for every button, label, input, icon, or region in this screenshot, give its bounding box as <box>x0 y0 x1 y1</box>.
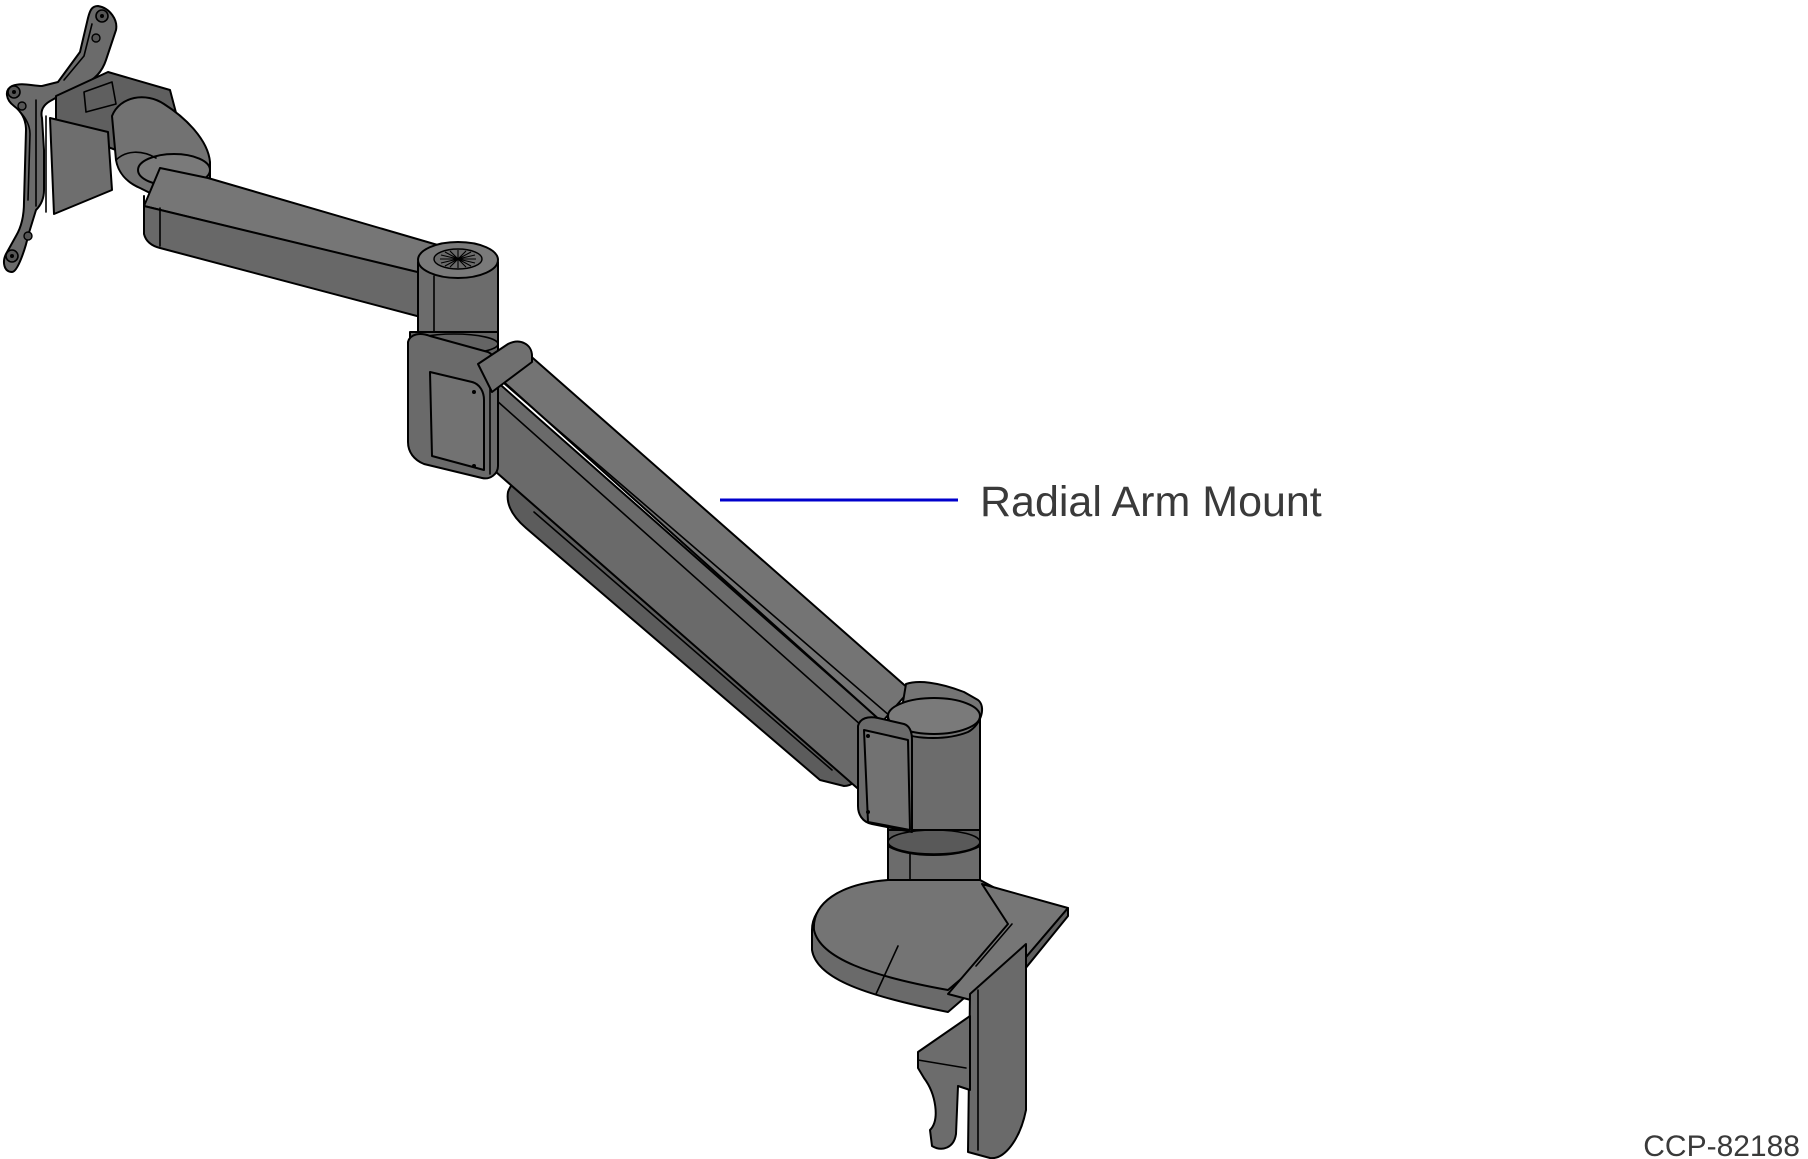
figure-id: CCP-82188 <box>1643 1130 1800 1159</box>
elbow-block <box>407 333 533 480</box>
desk-clamp <box>811 879 1069 1159</box>
callout-label: Radial Arm Mount <box>980 478 1322 526</box>
upper-arm <box>143 167 449 321</box>
screw-stud-bottom <box>5 249 19 263</box>
pivot-cap-icon <box>433 248 483 270</box>
screw-stud-left <box>7 85 21 99</box>
lower-arm <box>479 351 911 809</box>
arm-end-block <box>857 716 913 833</box>
screw-stud-top <box>95 9 109 23</box>
